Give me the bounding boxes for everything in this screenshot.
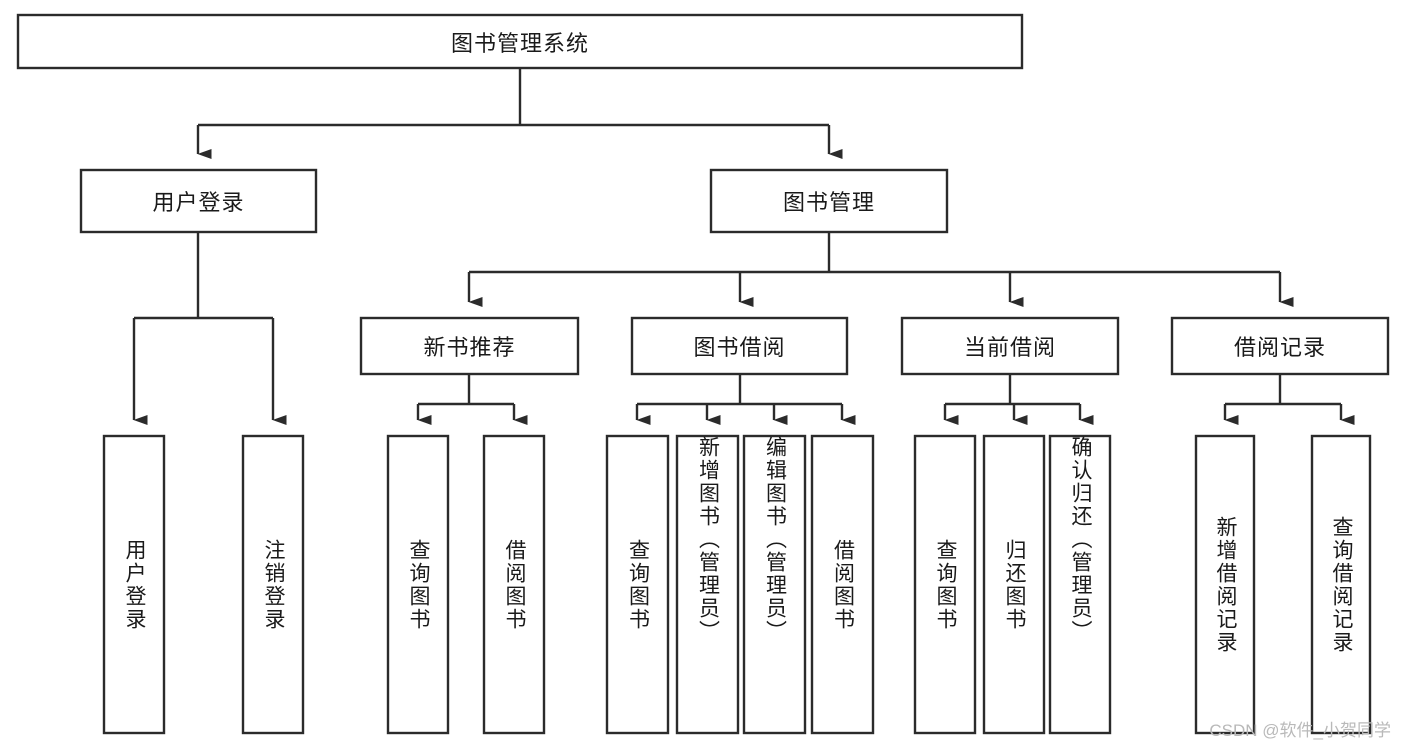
leaf-box-edit-book[interactable] xyxy=(742,434,807,735)
leaf-box-user-login[interactable] xyxy=(102,434,166,735)
leaf-box-add-record[interactable] xyxy=(1194,434,1256,735)
leaf-box-query-record[interactable] xyxy=(1310,434,1372,735)
node-box-current-borrow[interactable] xyxy=(900,316,1120,376)
leaf-box-borrow-book-2[interactable] xyxy=(810,434,875,735)
leaf-box-confirm-return[interactable] xyxy=(1048,434,1112,735)
connector-group-borrow-record xyxy=(1223,374,1355,425)
leaf-box-add-book[interactable] xyxy=(675,434,740,735)
leaf-box-return-book[interactable] xyxy=(982,434,1046,735)
node-box-new-book-recommend[interactable] xyxy=(359,316,580,376)
leaf-box-borrow-book-1[interactable] xyxy=(482,434,546,735)
node-box-borrow-record[interactable] xyxy=(1170,316,1390,376)
connector-group-book-management xyxy=(467,232,1294,307)
connector-group-root xyxy=(196,68,843,159)
node-box-user-login[interactable] xyxy=(79,168,318,234)
node-box-root[interactable] xyxy=(16,13,1024,70)
connector-group-book-borrow xyxy=(635,374,856,425)
connector-group-new-book xyxy=(416,374,528,425)
node-box-book-management[interactable] xyxy=(709,168,949,234)
leaf-box-query-book-3[interactable] xyxy=(913,434,977,735)
leaf-box-logout[interactable] xyxy=(241,434,305,735)
leaf-box-query-book-2[interactable] xyxy=(605,434,670,735)
leaf-box-query-book-1[interactable] xyxy=(386,434,450,735)
node-box-book-borrow[interactable] xyxy=(630,316,849,376)
connector-group-current-borrow xyxy=(943,374,1094,425)
connector-group-user-login xyxy=(132,232,287,425)
